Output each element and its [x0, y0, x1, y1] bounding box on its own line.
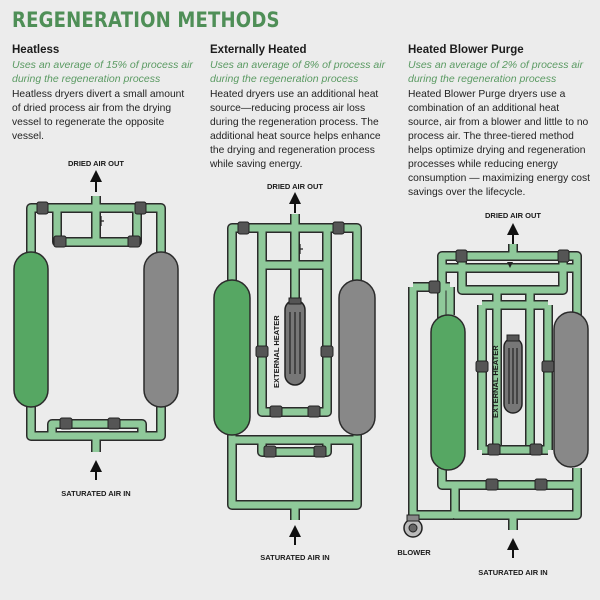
pipe-network	[227, 214, 362, 520]
column-heading: Externally Heated	[210, 44, 307, 56]
blower-label: BLOWER	[397, 548, 431, 557]
column-subtitle: Uses an average of 8% of process air dur…	[210, 59, 386, 85]
column-description: Heatless dryers divert a small amount of…	[12, 89, 185, 142]
column-subtitle: Uses an average of 2% of process air dur…	[408, 59, 584, 85]
dried-air-out-label: DRIED AIR OUT	[68, 159, 124, 168]
valves	[36, 201, 147, 430]
page-title: REGENERATION METHODS	[12, 8, 280, 32]
active-vessel	[13, 251, 49, 408]
diagram-heatless: DRIED AIR OUT SATURATED AIR IN	[13, 159, 179, 498]
column-description: Heated Blower Purge dryers use a combina…	[408, 89, 590, 198]
saturated-air-in-label: SATURATED AIR IN	[61, 489, 130, 498]
external-heater-label: EXTERNAL HEATER	[272, 315, 281, 388]
valves	[428, 249, 570, 491]
diagram-heated-blower-purge: DRIED AIR OUT EXTERNAL HEATER	[397, 211, 589, 577]
dried-air-out-label: DRIED AIR OUT	[267, 182, 323, 191]
external-heater: EXTERNAL HEATER	[491, 334, 523, 418]
external-heater-label: EXTERNAL HEATER	[491, 345, 500, 418]
blower	[403, 514, 423, 538]
diagram-externally-heated: DRIED AIR OUT EXTERNAL HEATER	[213, 182, 376, 562]
regenerating-vessel	[338, 279, 376, 436]
column-heading: Heatless	[12, 44, 60, 56]
column-externally-heated: Externally Heated Uses an average of 8% …	[210, 44, 392, 172]
pipe-network	[26, 196, 166, 452]
dried-air-out-label: DRIED AIR OUT	[485, 211, 541, 220]
active-vessel	[430, 314, 466, 471]
regenerating-vessel	[143, 251, 179, 408]
active-vessel	[213, 279, 251, 436]
saturated-air-in-label: SATURATED AIR IN	[260, 553, 329, 562]
saturated-air-in-label: SATURATED AIR IN	[478, 568, 547, 577]
column-heading: Heated Blower Purge	[408, 44, 524, 56]
external-heater: EXTERNAL HEATER	[272, 297, 306, 388]
regenerating-vessel	[553, 311, 589, 468]
column-subtitle: Uses an average of 15% of process air du…	[12, 59, 193, 85]
column-heatless: Heatless Uses an average of 15% of proce…	[12, 44, 194, 144]
valves	[237, 221, 345, 458]
column-heated-blower-purge: Heated Blower Purge Uses an average of 2…	[408, 44, 590, 200]
column-description: Heated dryers use an additional heat sou…	[210, 89, 381, 170]
